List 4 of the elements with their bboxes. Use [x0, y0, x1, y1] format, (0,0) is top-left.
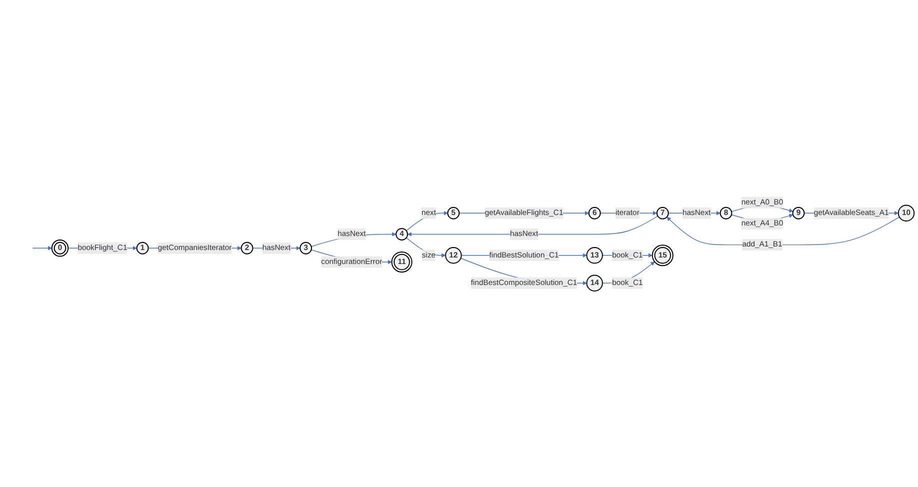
arrow	[406, 237, 446, 258]
arrow	[407, 215, 658, 236]
arrow	[666, 216, 900, 245]
arrow	[32, 246, 52, 250]
